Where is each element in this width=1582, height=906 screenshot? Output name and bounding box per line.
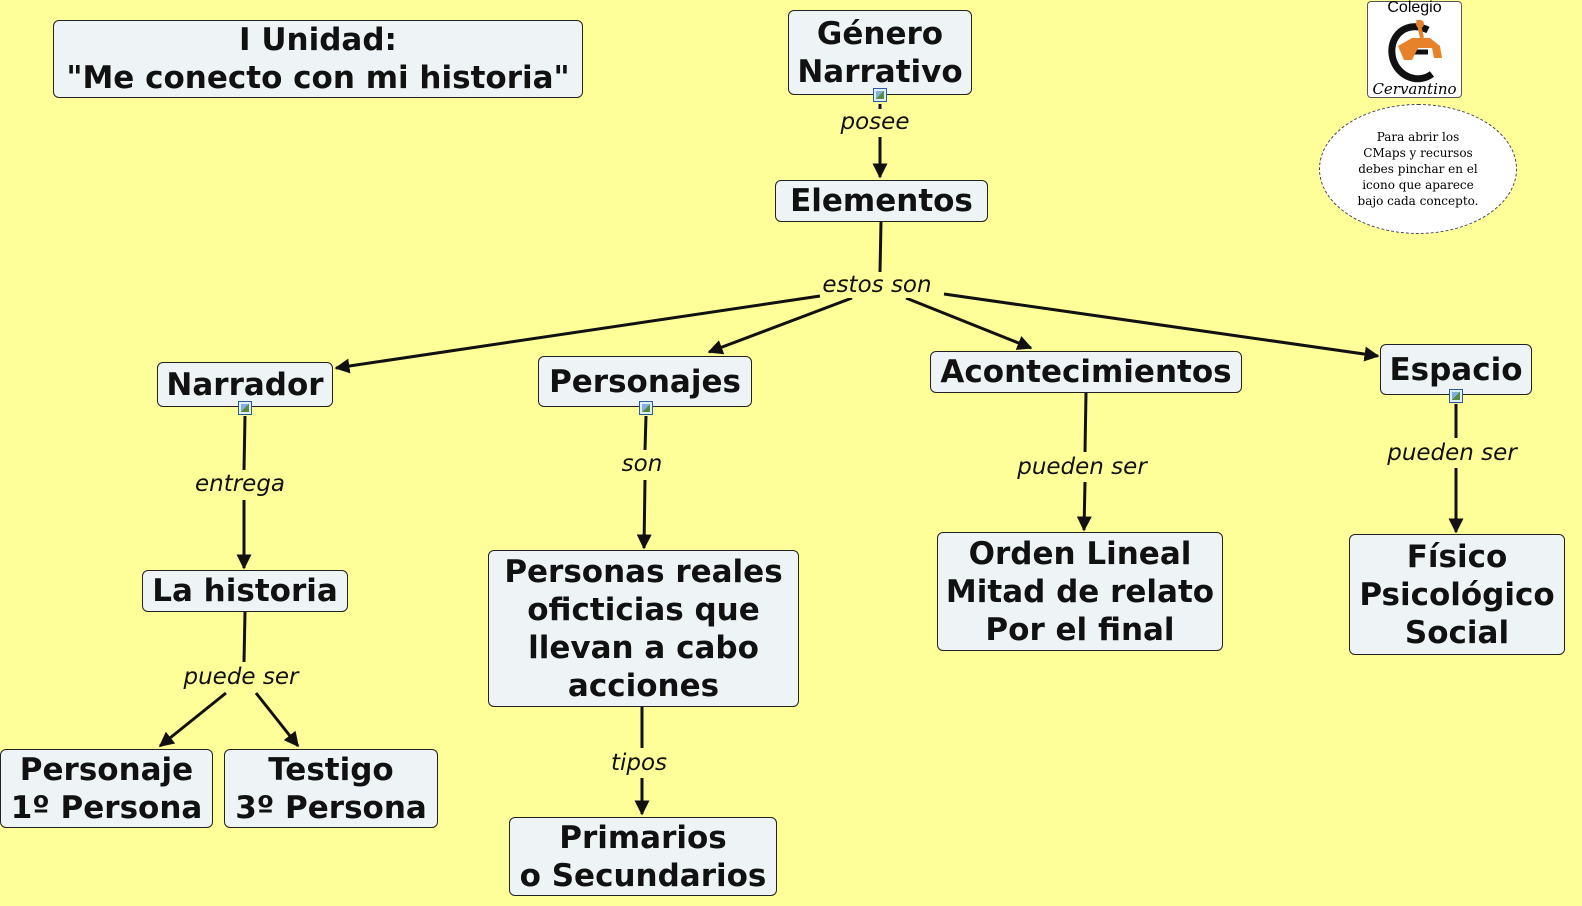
- link-label-pueden-ser: pueden ser: [1385, 440, 1519, 466]
- concept-personas-reales[interactable]: Personas reales oficticias que llevan a …: [488, 550, 799, 707]
- link-label-estos-son: estos son: [820, 272, 934, 298]
- concept-narrador[interactable]: Narrador: [157, 362, 333, 407]
- link-label-entrega: entrega: [192, 471, 288, 497]
- concept-acontecimientos[interactable]: Acontecimientos: [930, 351, 1242, 393]
- link-label-puede-ser: puede ser: [181, 664, 301, 690]
- concept-genero-narrativo[interactable]: Género Narrativo: [788, 10, 972, 95]
- concept-la-historia[interactable]: La historia: [142, 570, 348, 612]
- film-resource-icon[interactable]: [873, 88, 887, 102]
- concept-personajes[interactable]: Personajes: [538, 356, 752, 407]
- instructions-note: Para abrir los CMaps y recursos debes pi…: [1319, 104, 1517, 234]
- concept-primarios[interactable]: Primarios o Secundarios: [509, 817, 777, 896]
- image-resource-icon[interactable]: [1449, 389, 1463, 403]
- concept-fisico[interactable]: Físico Psicológico Social: [1349, 534, 1565, 655]
- concept-personaje-1a[interactable]: Personaje 1º Persona: [0, 749, 213, 828]
- school-logo: Colegio Cervantino: [1367, 0, 1462, 98]
- image-resource-icon[interactable]: [238, 401, 252, 415]
- link-label-son: son: [619, 451, 665, 477]
- link-label-posee: posee: [838, 109, 912, 135]
- concept-testigo[interactable]: Testigo 3º Persona: [224, 749, 438, 828]
- title-unidad: I Unidad: "Me conecto con mi historia": [53, 20, 583, 98]
- image-resource-icon[interactable]: [639, 401, 653, 415]
- link-label-pueden-ser: pueden ser: [1015, 454, 1149, 480]
- concept-orden[interactable]: Orden Lineal Mitad de relato Por el fina…: [937, 532, 1223, 651]
- link-label-tipos: tipos: [608, 750, 670, 776]
- knight-emblem-icon: [1388, 19, 1442, 83]
- concept-espacio[interactable]: Espacio: [1380, 344, 1532, 395]
- concept-elementos[interactable]: Elementos: [775, 180, 988, 222]
